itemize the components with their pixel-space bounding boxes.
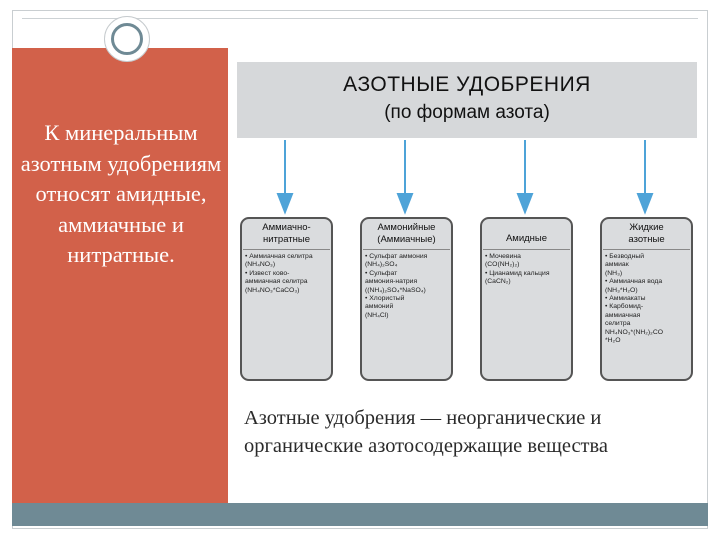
card-body: • Мочевина (CO(NH₂)₂) • Цианамид кальция… <box>485 253 550 286</box>
bottom-strip <box>12 503 708 526</box>
card-amide: Амидные • Мочевина (CO(NH₂)₂) • Цианамид… <box>480 217 573 381</box>
arrow-3-head <box>516 193 534 215</box>
card-divider <box>603 249 690 250</box>
card-title: Амидные <box>505 233 548 244</box>
card-ammonium-nitrate: Аммиачно- нитратные • Аммиачная селитра … <box>240 217 333 381</box>
card-title: Жидкие азотные <box>628 222 665 245</box>
card-liquid-nitrogen: Жидкие азотные • Безводный аммиак (NH₃) … <box>600 217 693 381</box>
caption-text: Азотные удобрения — неорганические и орг… <box>244 407 609 457</box>
arrow-2-head <box>396 193 414 215</box>
card-ammonium: Аммонийные (Аммиачные) • Сульфат аммония… <box>360 217 453 381</box>
circle-ring <box>111 23 143 55</box>
card-title: Аммонийные (Аммиачные) <box>377 222 436 245</box>
card-divider <box>243 249 330 250</box>
left-accent-panel <box>12 48 228 503</box>
card-divider <box>363 249 450 250</box>
card-title: Аммиачно- нитратные <box>262 222 311 245</box>
diagram-title: АЗОТНЫЕ УДОБРЕНИЯ <box>343 73 591 96</box>
arrow-4-head <box>636 193 654 215</box>
arrow-1-head <box>276 193 294 215</box>
card-body: • Сульфат аммония (NH₄)₂SO₄ • Сульфат ам… <box>365 253 428 319</box>
top-divider-line <box>22 18 698 19</box>
diagram-header: АЗОТНЫЕ УДОБРЕНИЯ (по формам азота) <box>237 62 697 138</box>
card-body: • Аммиачная селитра (NH₄NO₃) • Извест ко… <box>245 253 313 294</box>
card-body: • Безводный аммиак (NH₃) • Аммиачная вод… <box>605 253 664 345</box>
diagram-subtitle: (по формам азота) <box>384 102 550 123</box>
left-panel-text: К минеральным азотным удобрениям относят… <box>20 120 222 267</box>
card-divider <box>483 249 570 250</box>
decorative-circle-icon <box>104 16 150 62</box>
